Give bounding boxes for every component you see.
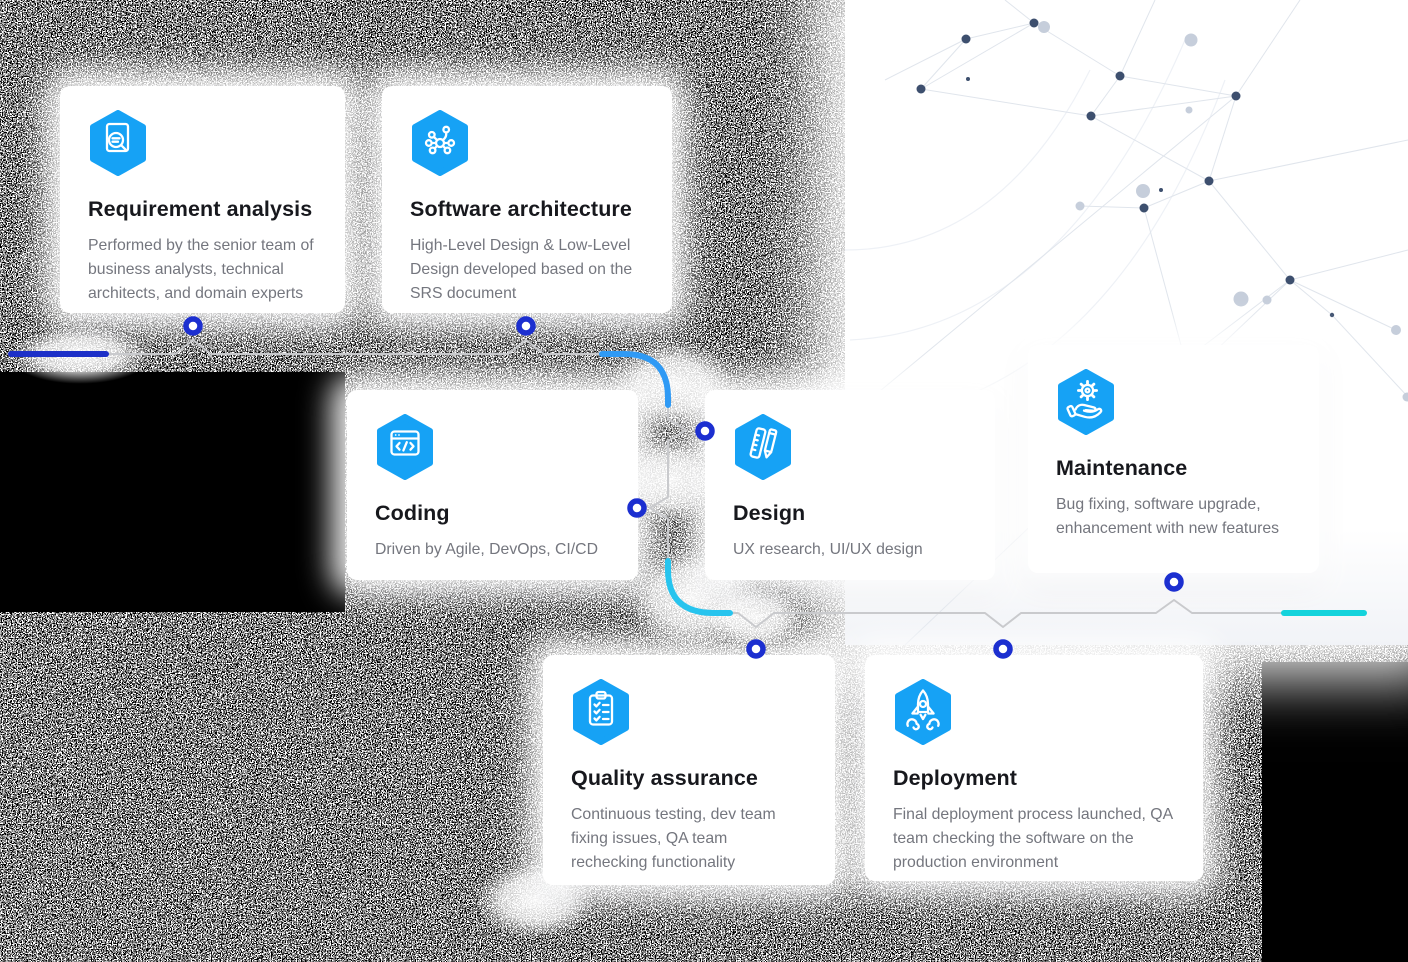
card-title: Deployment: [893, 766, 1018, 790]
network-decoration: [845, 0, 1408, 645]
card-description: Driven by Agile, DevOps, CI/CD: [375, 541, 598, 558]
card-title: Requirement analysis: [88, 197, 313, 221]
node-software-architecture: [516, 316, 536, 336]
card-description: Performed by the senior team of business…: [88, 237, 314, 302]
node-maintenance: [1164, 572, 1184, 592]
card-title: Maintenance: [1056, 456, 1188, 480]
card-title: Coding: [375, 501, 450, 525]
card-quality-assurance: Quality assurance Continuous testing, de…: [543, 655, 835, 885]
node-design: [695, 421, 715, 441]
node-deployment: [993, 639, 1013, 659]
gear-hand-icon: [1058, 369, 1114, 435]
node-requirement-analysis: [183, 316, 203, 336]
rocket-icon: [895, 679, 951, 745]
document-search-icon: [90, 110, 146, 176]
card-description: High-Level Design & Low-Level Design dev…: [410, 237, 633, 302]
ruler-pencil-icon: [735, 414, 791, 480]
noise-dense-patch: [0, 372, 345, 612]
card-coding: Coding Driven by Agile, DevOps, CI/CD: [347, 390, 638, 580]
card-maintenance: Maintenance Bug fixing, software upgrade…: [1028, 345, 1319, 573]
card-title: Design: [733, 501, 806, 525]
node-coding: [627, 498, 647, 518]
card-software-architecture: Software architecture High-Level Design …: [382, 86, 672, 313]
network-nodes-icon: [412, 110, 468, 176]
code-window-icon: [377, 414, 433, 480]
node-quality-assurance: [746, 639, 766, 659]
clipboard-checklist-icon: [573, 679, 629, 745]
card-requirement-analysis: Requirement analysis Performed by the se…: [60, 86, 345, 313]
card-description: Bug fixing, software upgrade, enhancemen…: [1056, 496, 1280, 537]
card-description: Final deployment process launched, QA te…: [893, 806, 1173, 871]
timeline-blue-curve: [599, 351, 671, 408]
noise-dense-patch: [1262, 662, 1408, 962]
card-description: Continuous testing, dev team fixing issu…: [571, 806, 776, 871]
timeline-cyan-curve: [665, 558, 733, 616]
card-design: Design UX research, UI/UX design: [705, 390, 995, 580]
card-title: Quality assurance: [571, 766, 758, 790]
card-deployment: Deployment Final deployment process laun…: [865, 655, 1203, 881]
card-title: Software architecture: [410, 197, 632, 221]
card-description: UX research, UI/UX design: [733, 541, 923, 558]
